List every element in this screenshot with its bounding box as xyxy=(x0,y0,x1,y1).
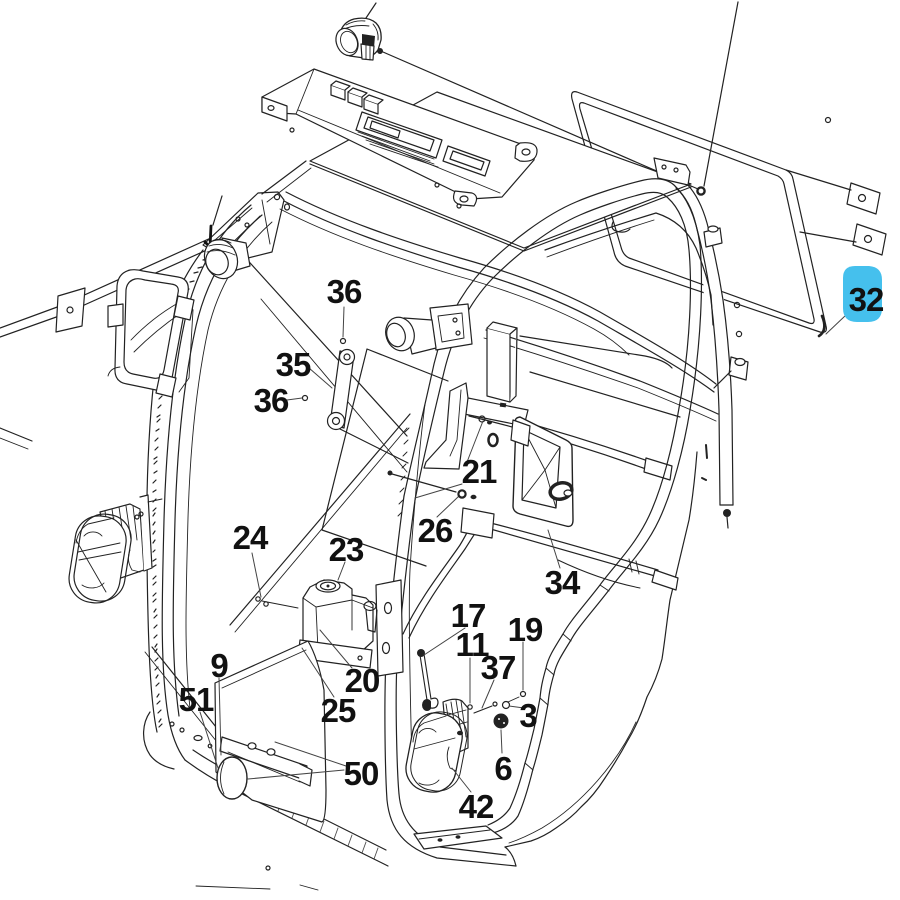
svg-text:32: 32 xyxy=(849,281,884,318)
svg-text:51: 51 xyxy=(179,681,214,718)
svg-text:9: 9 xyxy=(210,647,228,684)
svg-text:3: 3 xyxy=(519,697,537,734)
svg-text:42: 42 xyxy=(459,788,494,825)
svg-text:20: 20 xyxy=(345,662,380,699)
svg-text:21: 21 xyxy=(462,453,497,490)
svg-text:24: 24 xyxy=(233,519,269,556)
svg-text:26: 26 xyxy=(418,512,453,549)
svg-text:23: 23 xyxy=(329,531,364,568)
svg-text:37: 37 xyxy=(481,649,516,686)
svg-text:17: 17 xyxy=(451,597,486,634)
svg-text:11: 11 xyxy=(456,626,490,663)
svg-text:6: 6 xyxy=(494,750,512,787)
svg-text:25: 25 xyxy=(321,692,356,729)
svg-text:34: 34 xyxy=(545,564,581,601)
svg-text:36: 36 xyxy=(327,273,362,310)
svg-text:35: 35 xyxy=(276,346,311,383)
svg-text:36: 36 xyxy=(254,382,289,419)
svg-text:50: 50 xyxy=(344,755,379,792)
svg-text:19: 19 xyxy=(508,611,543,648)
